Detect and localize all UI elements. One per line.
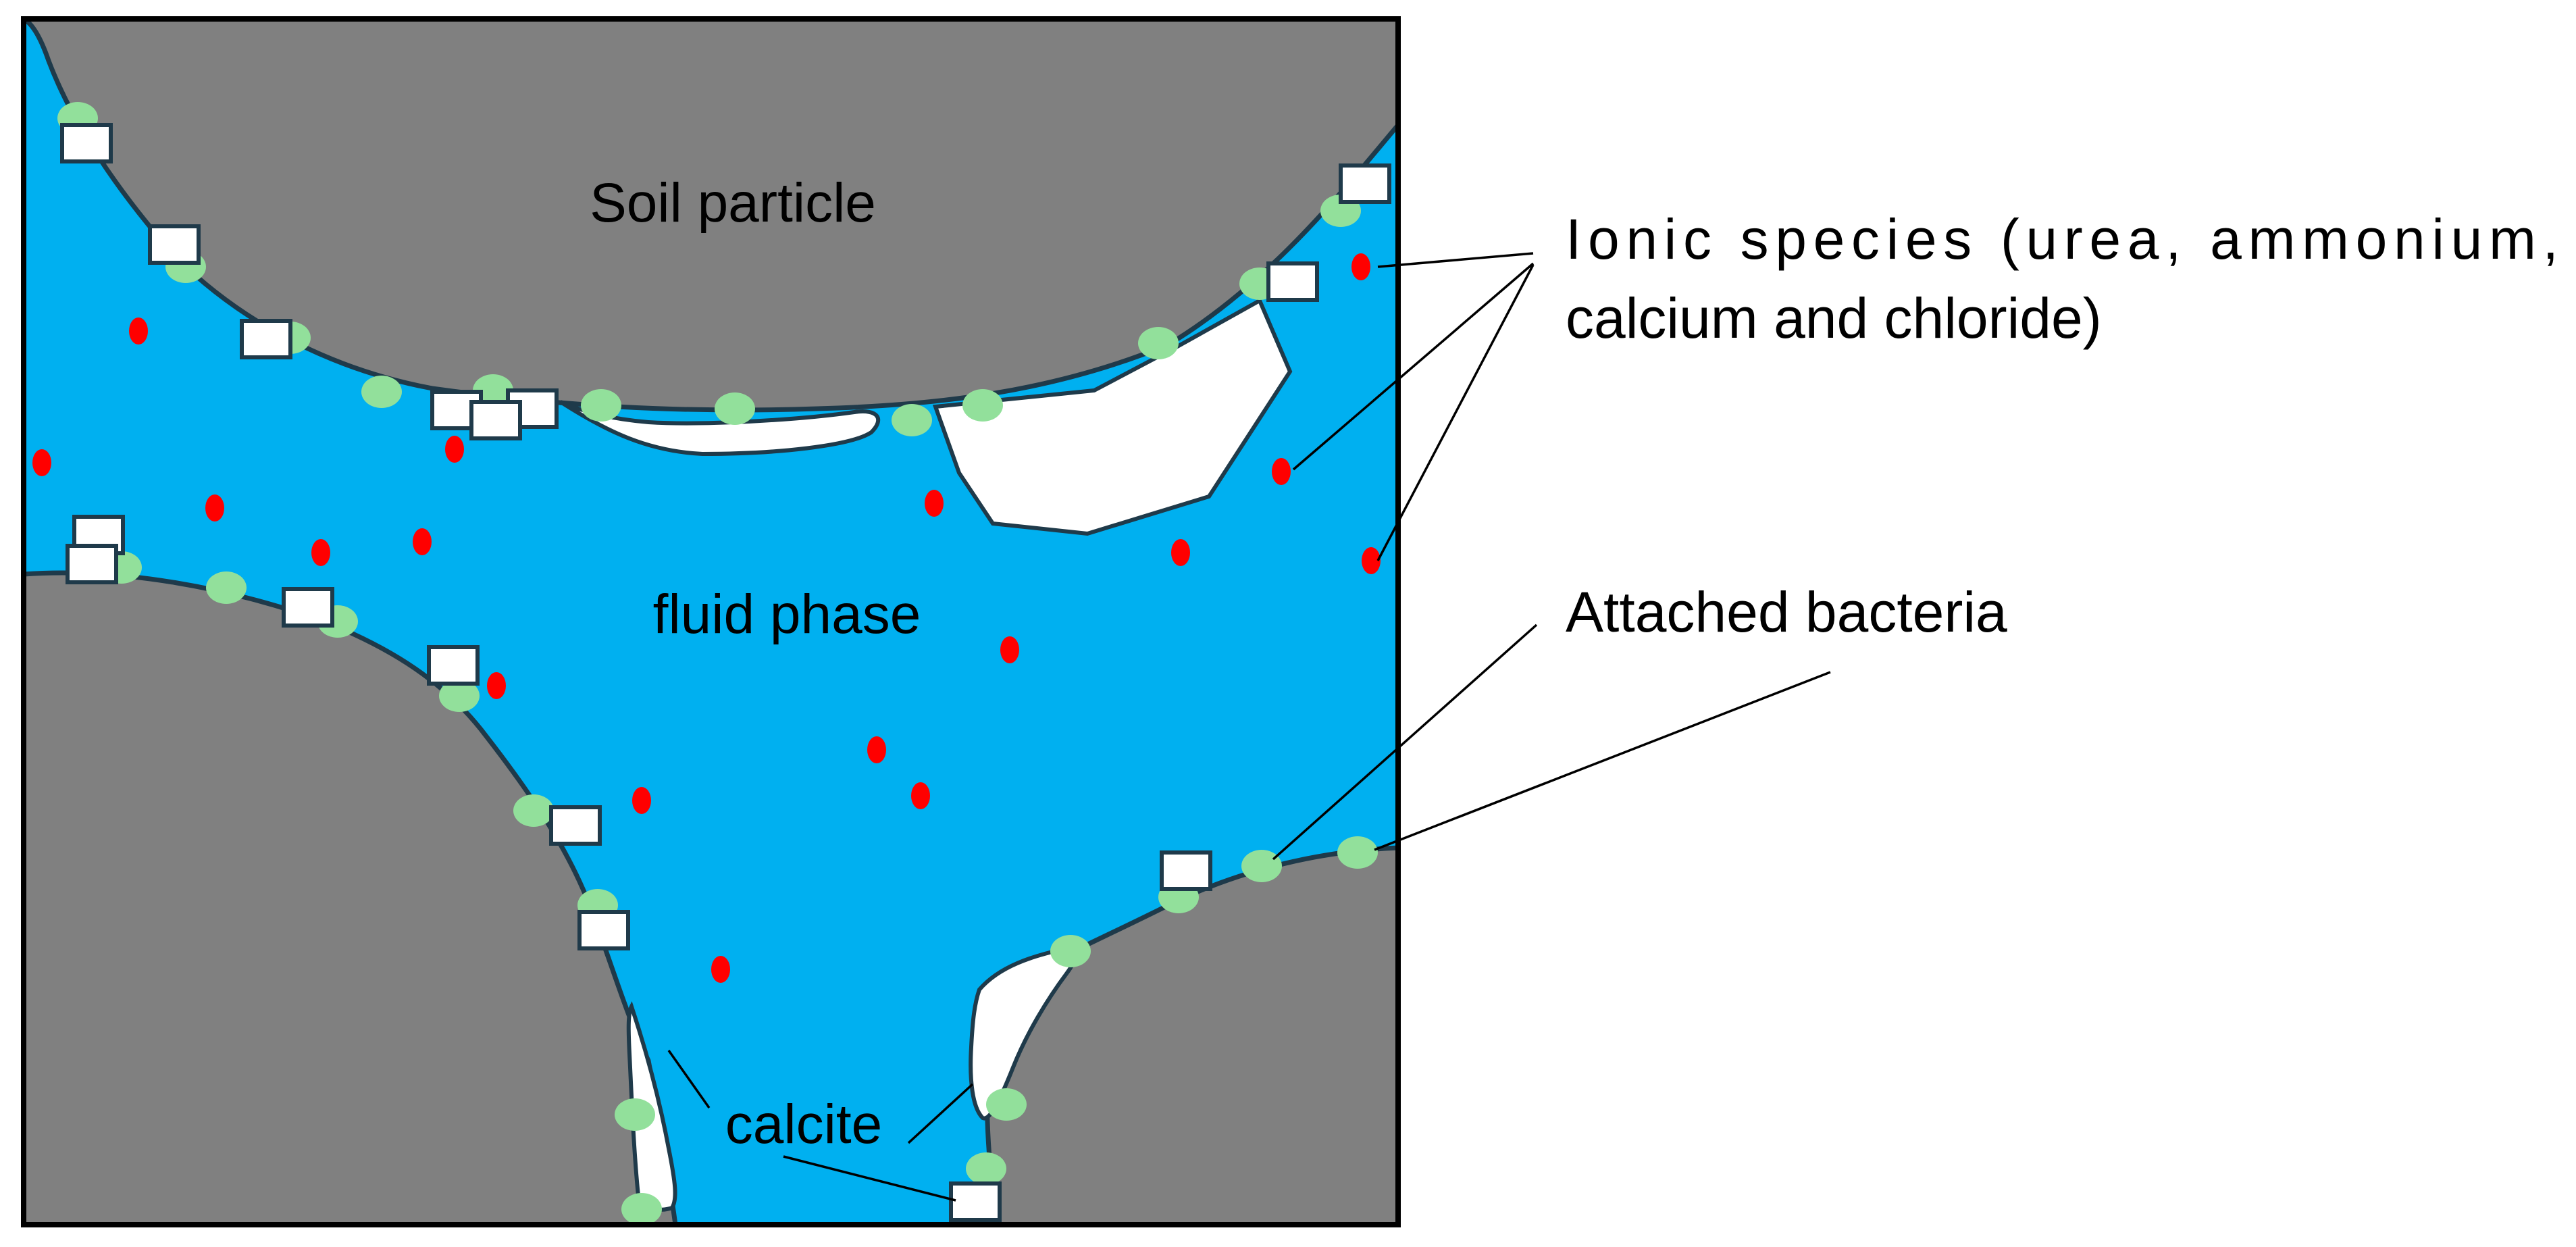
ionic-species-dot (925, 490, 944, 517)
ionic-species-dot (205, 494, 224, 521)
bacterium (361, 376, 402, 408)
ionic-species-dot (445, 436, 464, 463)
ionic-species-group (32, 253, 1381, 983)
ionic-species-label-line1: Ionic species (urea, ammonium, (1566, 207, 2558, 271)
ionic-species-dot (1351, 253, 1370, 280)
ionic-species-dot (487, 672, 506, 699)
leader-calcite-2 (907, 1083, 974, 1144)
ionic-species-dot (911, 782, 930, 809)
ionic-species-label-line2: calcium and chloride) (1566, 286, 2102, 350)
surface-rectangle (469, 400, 522, 440)
leader-ionic-3 (1376, 264, 1535, 561)
surface-rectangle (148, 224, 201, 265)
bacterium (1050, 935, 1091, 967)
surface-rectangle (1160, 850, 1212, 891)
bacterium (581, 389, 621, 422)
surface-rectangle (60, 123, 113, 163)
calcite-label: calcite (725, 1094, 882, 1155)
surface-rectangles-group (60, 123, 1391, 1222)
surface-rectangle (427, 645, 480, 686)
ionic-species-dot (632, 787, 651, 814)
bacterium (962, 389, 1003, 422)
ionic-species-dot (1171, 539, 1190, 566)
leader-bacteria-1 (1272, 624, 1538, 861)
bacterium (986, 1088, 1027, 1121)
calcite-deposit-upper-small (559, 400, 881, 457)
ionic-species-dot (711, 956, 730, 983)
ionic-species-dot (1272, 458, 1291, 485)
leader-ionic-1 (1377, 252, 1534, 268)
soil-particle-label: Soil particle (590, 172, 876, 234)
bacterium (892, 404, 932, 436)
calcite-deposit-upper-large (932, 297, 1293, 536)
leader-calcite-3 (783, 1155, 956, 1202)
bacterium (513, 794, 554, 827)
surface-rectangle (949, 1181, 1002, 1222)
ionic-species-dot (867, 736, 886, 763)
bacterium (621, 1193, 662, 1225)
surface-rectangle (66, 544, 118, 584)
surface-rectangle (1266, 261, 1319, 302)
surface-rectangle (282, 587, 334, 628)
bacterium (206, 571, 247, 604)
ionic-species-dot (1362, 547, 1381, 574)
ionic-species-dot (129, 317, 148, 345)
fluid-phase-label: fluid phase (653, 584, 921, 645)
bacterium (1241, 850, 1282, 882)
ionic-species-dot (413, 528, 432, 555)
surface-rectangle (577, 910, 630, 950)
leader-calcite-1 (667, 1049, 711, 1109)
surface-rectangle (1339, 163, 1391, 204)
attached-bacteria-label: Attached bacteria (1566, 580, 2007, 644)
ionic-species-dot (32, 449, 51, 476)
diagram-frame (21, 16, 1401, 1227)
ionic-species-dot (311, 539, 330, 566)
leader-lines-group (667, 252, 1831, 1202)
bacterium (966, 1152, 1006, 1185)
bacterium (715, 392, 755, 425)
ionic-species-dot (1000, 636, 1019, 663)
surface-rectangle (240, 319, 292, 359)
leader-ionic-2 (1292, 262, 1535, 471)
bacterium (615, 1098, 655, 1131)
bacterium (1138, 327, 1179, 359)
surface-rectangle (549, 805, 602, 846)
bacterium (439, 680, 480, 712)
bacterium (1337, 836, 1378, 869)
leader-bacteria-2 (1374, 671, 1831, 851)
